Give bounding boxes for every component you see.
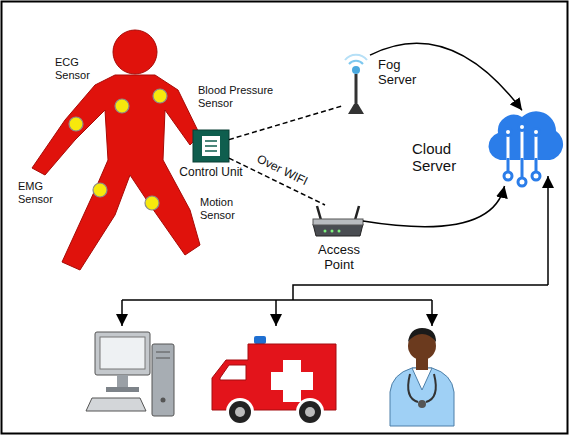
edge-label: Over WIFI [253,151,312,189]
wifi-link [229,106,342,140]
sensor-label: ECG Sensor [55,56,95,81]
ambulance-icon [212,336,336,426]
sensor-dots [69,89,167,210]
data-arrow [363,186,505,227]
node-label: Access Point [313,243,365,273]
node-label: Cloud Server [412,140,466,175]
icon-node: Control Unit [193,130,229,162]
icon-node: Cloud Server [487,108,557,186]
control-unit-icon [193,130,229,162]
icon-node: Access Point [313,205,363,237]
router-icon [313,206,363,236]
node-label: Control Unit [171,166,251,180]
data-arrow [370,43,522,110]
node-label: Fog Server [378,58,428,88]
sensor-label: Blood Pressure Sensor [198,84,282,109]
doctor-icon [390,328,454,426]
sensor-label: Motion Sensor [200,196,244,221]
cloud-icon [489,111,564,186]
computer-icon [86,332,174,416]
human-figure [32,30,200,270]
icon-node: Fog Server [342,52,370,114]
sensor-label: EMG Sensor [18,180,60,205]
distribution-lines [122,176,548,326]
fog-antenna-icon [345,55,367,114]
